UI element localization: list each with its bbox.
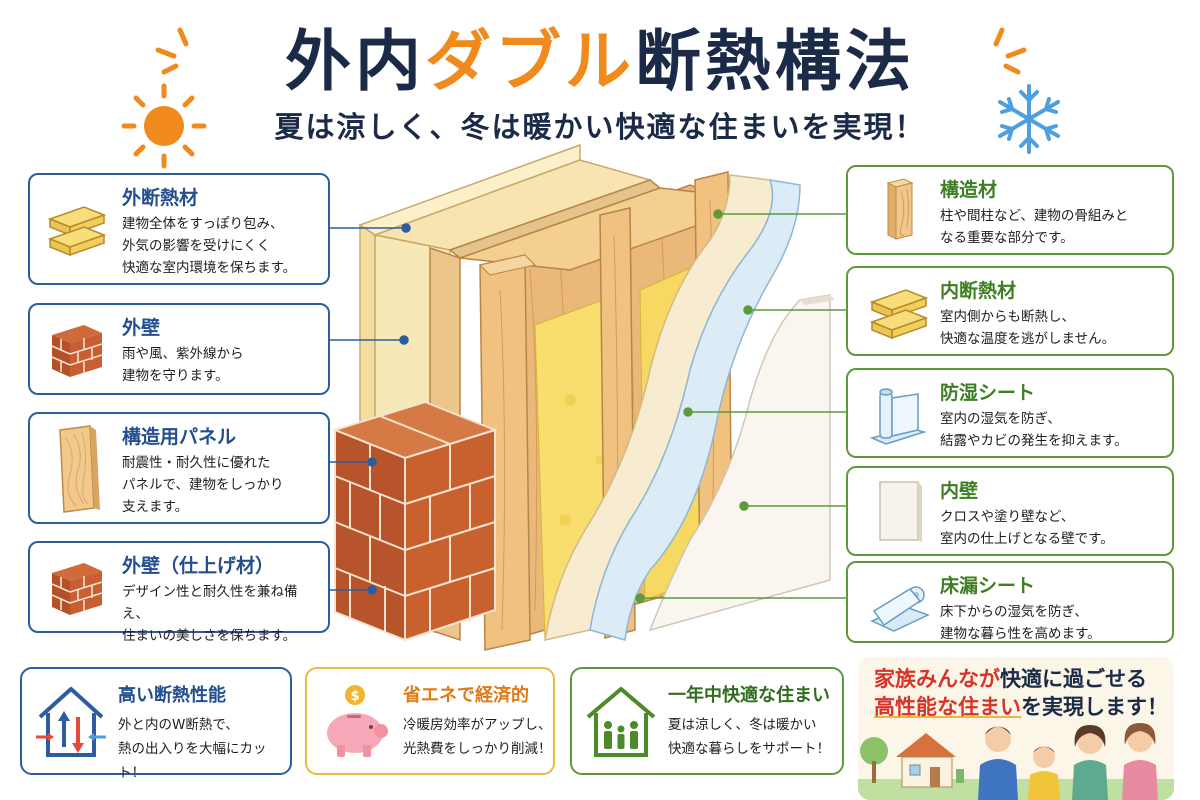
insulation-boards-icon: [47, 206, 107, 257]
card-title: 内断熱材: [940, 280, 1017, 302]
house-arrows-icon: [36, 687, 106, 757]
card-description: デザイン性と耐久性を兼ね備え、 住まいの美しさを保ちます。: [122, 584, 298, 644]
wall-cross-section-illustration: [332, 143, 835, 651]
family-house-icon: [586, 687, 656, 757]
benefit-year-round-comfort: 一年中快適な住まい 夏は涼しく、冬は暖かい 快適な暮らしをサポート！: [570, 667, 844, 775]
card-title: 構造材: [940, 179, 998, 201]
closing-message-panel: 家族みんなが快適に過ごせる 高性能な住まいを実現します！: [858, 657, 1174, 800]
father-figure: [978, 726, 1018, 800]
card-description: 雨や風、紫外線から 建物を守ります。: [122, 346, 244, 384]
card-structural-panel: 構造用パネル 耐震性・耐久性に優れた パネルで、建物をしっかり 支えます。: [28, 412, 330, 524]
benefit-description: 外と内のW断熱で、 熱の出入りを大幅にカット！: [118, 717, 267, 781]
insulation-boards-icon: [869, 289, 929, 340]
page-title: 外内ダブル断熱構法: [285, 23, 915, 100]
snowflake-icon: [998, 84, 1060, 154]
card-description: 柱や間柱など、建物の骨組みと なる重要な部分です。: [940, 208, 1129, 246]
brick-icon: [51, 325, 103, 377]
benefit-title: 高い断熱性能: [118, 685, 226, 706]
sheet-roll-icon: [869, 388, 927, 445]
closing-line-2: 高性能な住まいを実現します！: [874, 695, 1168, 719]
sheet-roll-icon: [870, 586, 930, 632]
child-figure: [1028, 746, 1060, 800]
card-description: 耐震性・耐久性に優れた パネルで、建物をしっかり 支えます。: [122, 455, 284, 515]
benefit-insulation-performance: 高い断熱性能 外と内のW断熱で、 熱の出入りを大幅にカット！: [20, 667, 292, 781]
benefit-description: 冷暖房効率がアップし、 光熱費をしっかり削減！: [403, 717, 552, 757]
card-description: 室内側からも断熱し、 快適な温度を逃がしません。: [940, 309, 1116, 347]
card-title: 外断熱材: [122, 187, 199, 209]
card-description: クロスや塗り壁など、 室内の仕上げとなる壁です。: [940, 509, 1114, 547]
wood-panel-icon: [59, 425, 100, 513]
brick-icon: [51, 563, 103, 615]
piggy-bank-icon: $: [327, 685, 388, 757]
card-outer-insulation: 外断熱材 建物全体をすっぽり包み、 外気の影響を受けにくく 快適な室内環境を保ち…: [28, 173, 330, 285]
card-description: 室内の湿気を防ぎ、 結露やカビの発生を抑えます。: [940, 411, 1128, 449]
tree-icon: [860, 737, 888, 783]
card-floor-sheet: 床漏シート 床下からの湿気を防ぎ、 建物な暮ら性を高めます。: [846, 561, 1174, 643]
card-description: 床下からの湿気を防ぎ、 建物な暮ら性を高めます。: [940, 604, 1101, 642]
card-title: 外壁: [122, 317, 161, 339]
card-title: 床漏シート: [940, 575, 1036, 597]
grandmother-figure: [1122, 723, 1158, 800]
page-subtitle: 夏は涼しく、冬は暖かい快適な住まいを実現！: [274, 110, 926, 144]
svg-text:$: $: [350, 689, 359, 704]
benefit-title: 一年中快適な住まい: [668, 685, 830, 706]
benefit-description: 夏は涼しく、冬は暖かい 快適な暮らしをサポート！: [668, 717, 830, 757]
card-title: 内壁: [940, 480, 979, 502]
card-title: 外壁（仕上げ材）: [122, 555, 275, 577]
family-illustration: [858, 723, 1174, 800]
card-outer-wall: 外壁 雨や風、紫外線から 建物を守ります。: [28, 303, 330, 395]
benefit-energy-saving: $ 省エネで経済的 冷暖房効率がアップし、 光熱費をしっかり削減！: [305, 667, 555, 775]
card-title: 防湿シート: [940, 382, 1036, 404]
brick-wall: [332, 400, 498, 642]
card-vapor-barrier: 防湿シート 室内の湿気を防ぎ、 結露やカビの発生を抑えます。: [846, 368, 1174, 458]
closing-line-1: 家族みんなが快適に過ごせる: [874, 667, 1147, 691]
card-inner-insulation: 内断熱材 室内側からも断熱し、 快適な温度を逃がしません。: [846, 266, 1174, 356]
wall-panel-icon: [879, 481, 922, 542]
card-inner-wall: 内壁 クロスや塗り壁など、 室内の仕上げとなる壁です。: [846, 466, 1174, 556]
sparkle-lines-icon: [993, 27, 1027, 75]
sparkle-lines-icon: [155, 27, 189, 75]
timber-post-icon: [886, 178, 914, 240]
card-title: 構造用パネル: [122, 426, 237, 448]
mother-figure: [1072, 725, 1108, 800]
sun-icon: [121, 83, 207, 169]
house-icon: [896, 733, 964, 788]
card-finish-wall: 外壁（仕上げ材） デザイン性と耐久性を兼ね備え、 住まいの美しさを保ちます。: [28, 541, 330, 644]
card-structural-member: 構造材 柱や間柱など、建物の骨組みと なる重要な部分です。: [846, 165, 1174, 255]
card-description: 建物全体をすっぽり包み、 外気の影響を受けにくく 快適な室内環境を保ちます。: [122, 216, 297, 276]
benefit-title: 省エネで経済的: [403, 685, 529, 706]
inner-wall-face: [648, 294, 831, 632]
